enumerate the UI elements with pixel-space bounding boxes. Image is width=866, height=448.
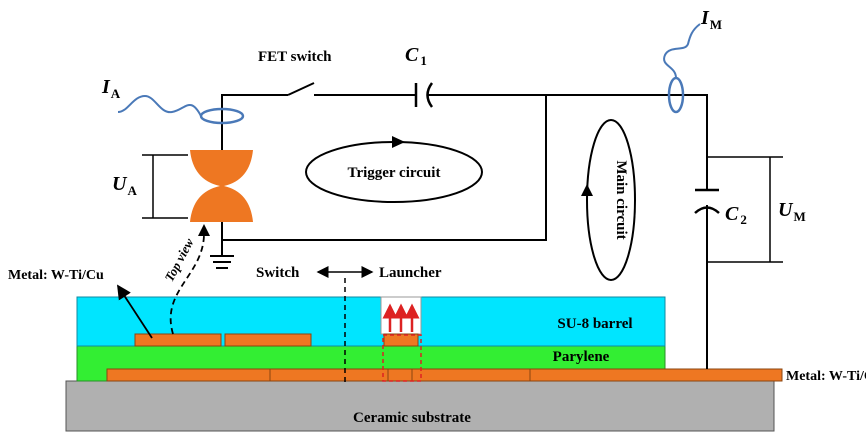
- top-wire-left: [221, 94, 288, 150]
- main-loop-arrow: [581, 184, 593, 196]
- trigger-circuit-label: Trigger circuit: [348, 165, 441, 181]
- um-label: UM: [778, 199, 806, 224]
- metal-right-label: Metal: W-Ti/Cu: [786, 369, 866, 384]
- im-label: IM: [700, 7, 722, 32]
- fet-switch-label: FET switch: [258, 49, 332, 65]
- metal-pad-center: [383, 333, 419, 347]
- metal-strip-lower: [106, 368, 783, 382]
- fet-switch-blade: [287, 82, 315, 96]
- bridge-lower-electrode: [190, 186, 253, 222]
- ua-label: UA: [112, 173, 137, 198]
- ceramic-substrate-layer: [65, 380, 775, 432]
- bridge-upper-electrode: [190, 150, 253, 186]
- im-probe-lead: [663, 23, 701, 79]
- launcher-label: Launcher: [379, 265, 442, 281]
- main-circuit-label: Main circuit: [613, 160, 629, 239]
- switch-label: Switch: [256, 265, 300, 281]
- metal-left-pointer: [117, 284, 153, 339]
- top-view-label: Top view: [161, 235, 196, 284]
- top-wire-right: [427, 94, 708, 190]
- main-circuit-loop: [586, 119, 636, 281]
- su8-barrel-label: SU-8 barrel: [557, 316, 632, 332]
- metal-pad-left: [134, 333, 222, 347]
- top-view-pointer: [169, 231, 205, 335]
- ia-label: IA: [101, 76, 121, 101]
- top-view-arrowhead: [198, 224, 210, 236]
- trigger-loop-arrow: [392, 136, 405, 148]
- metal-left-label: Metal: W-Ti/Cu: [8, 268, 104, 283]
- metal-pad-left-2: [224, 333, 312, 347]
- trigger-wire: [221, 95, 547, 241]
- ia-probe-lead: [117, 94, 202, 117]
- ceramic-substrate-label: Ceramic substrate: [353, 410, 471, 426]
- parylene-label: Parylene: [553, 349, 610, 365]
